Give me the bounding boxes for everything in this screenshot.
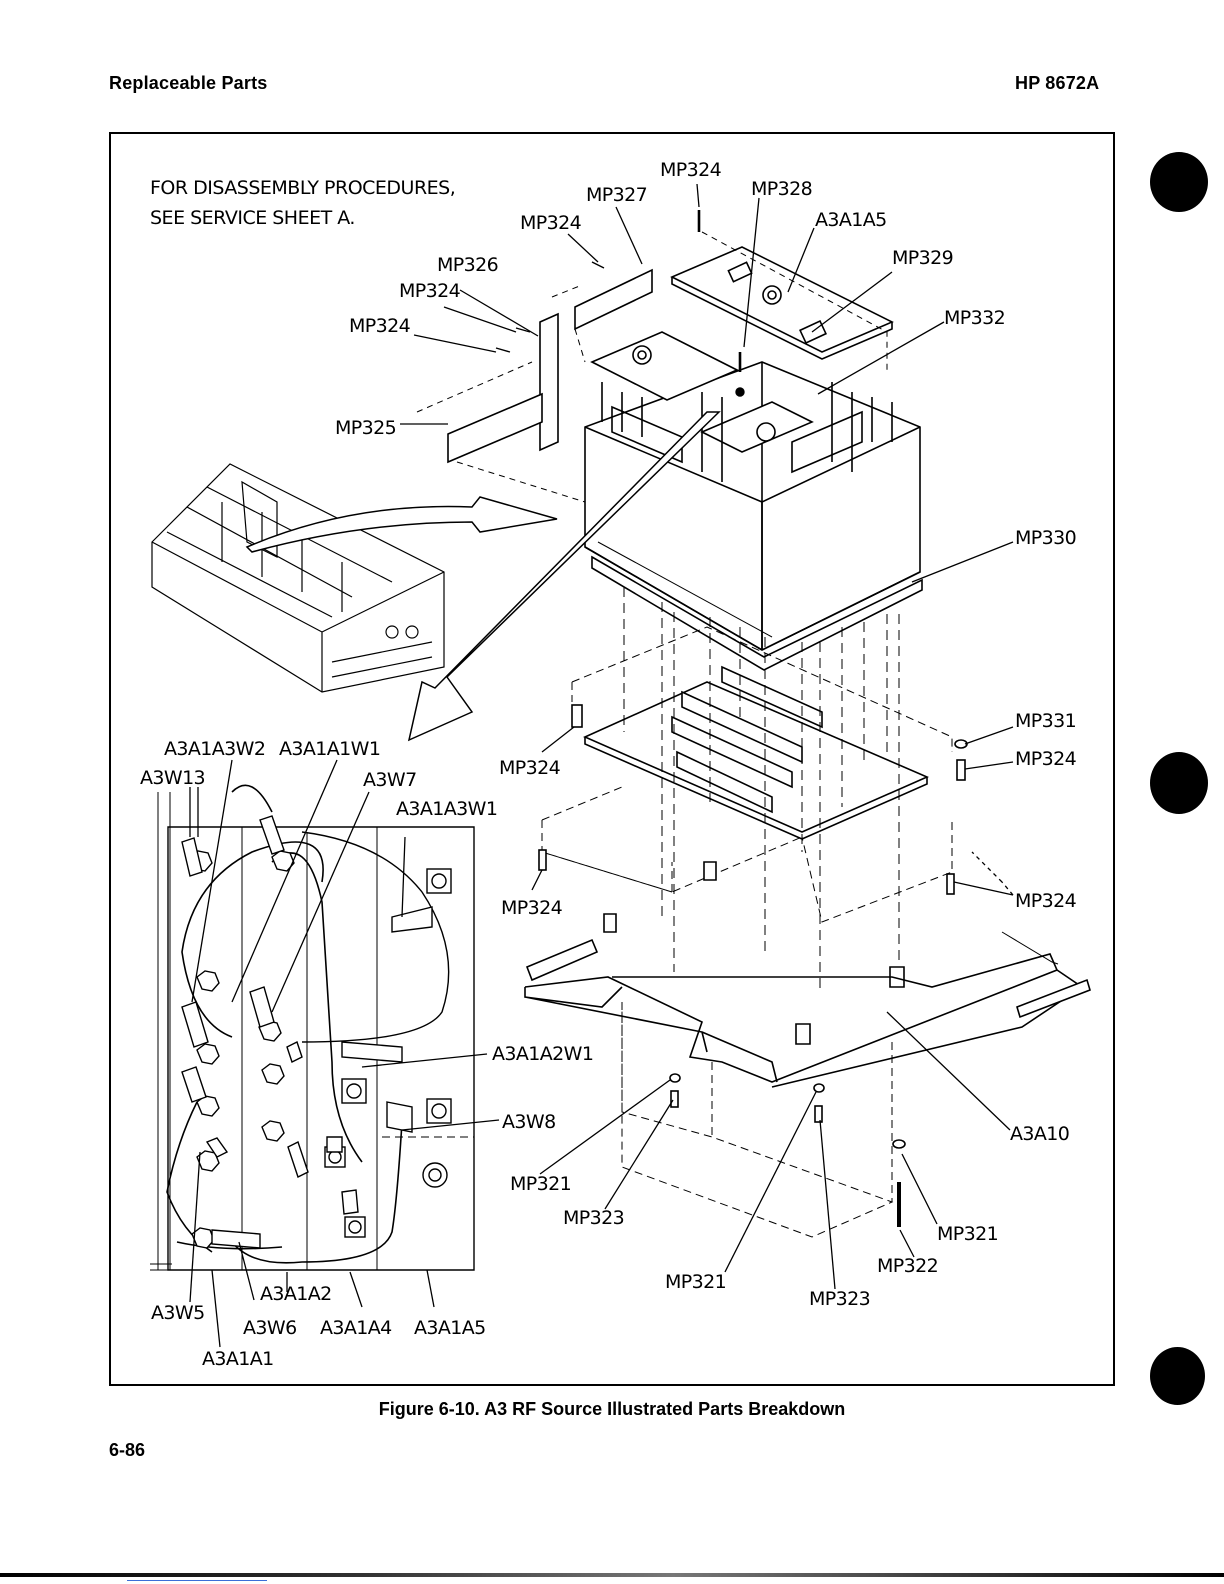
- page-number: 6-86: [109, 1440, 146, 1460]
- standoffs: [538, 704, 968, 1045]
- scan-edge-line: [0, 1573, 1224, 1577]
- label-mp323-b: MP323: [809, 1288, 870, 1310]
- label-mp324-b: MP324: [520, 212, 582, 234]
- note-line-1: FOR DISASSEMBLY PROCEDURES,: [150, 177, 455, 199]
- label-mp327: MP327: [586, 184, 647, 206]
- label-mp326: MP326: [437, 254, 498, 276]
- label-mp324-top: MP324: [660, 159, 722, 181]
- label-mp332: MP332: [944, 307, 1005, 329]
- mother-board-assembly: [541, 587, 953, 992]
- label-a3a1a5-bottom: A3A1A5: [414, 1317, 486, 1339]
- label-mp323-a: MP323: [563, 1207, 624, 1229]
- label-mp324-c: MP324: [399, 280, 461, 302]
- label-mp330: MP330: [1015, 527, 1076, 549]
- label-a3w5: A3W5: [151, 1302, 205, 1324]
- label-mp324-e: MP324: [1015, 748, 1077, 770]
- label-a3w7: A3W7: [363, 769, 417, 791]
- label-mp324-f: MP324: [499, 757, 561, 779]
- cable-detail: [150, 784, 475, 1271]
- figure-caption: Figure 6-10. A3 RF Source Illustrated Pa…: [378, 1399, 846, 1419]
- parts-breakdown-drawing: FOR DISASSEMBLY PROCEDURES, SEE SERVICE …: [140, 159, 1091, 1370]
- label-mp324-d: MP324: [349, 315, 411, 337]
- label-a3a10: A3A10: [1010, 1123, 1069, 1145]
- leader-lines-bottom: [539, 1011, 1011, 1290]
- screws-top: [495, 210, 745, 397]
- label-mp321-b: MP321: [937, 1223, 998, 1245]
- chassis-inset: [151, 463, 445, 693]
- label-mp325: MP325: [335, 417, 396, 439]
- label-mp321-a: MP321: [510, 1173, 571, 1195]
- leader-lines-top: [400, 183, 1014, 583]
- label-a3a1a3w1: A3A1A3W1: [396, 798, 497, 820]
- note-line-2: SEE SERVICE SHEET A.: [150, 207, 355, 229]
- label-a3a1a3w2: A3A1A3W2: [164, 738, 265, 760]
- leader-lines-cables: [189, 759, 500, 1348]
- label-a3w8: A3W8: [502, 1111, 556, 1133]
- rf-source-housing: [584, 361, 923, 671]
- label-mp322: MP322: [877, 1255, 938, 1277]
- running-header-section: Replaceable Parts: [109, 73, 268, 93]
- side-panels: [416, 231, 888, 503]
- label-mp331: MP331: [1015, 710, 1076, 732]
- bottom-hardware: [669, 1073, 906, 1227]
- label-mp324-g: MP324: [501, 897, 563, 919]
- label-a3a1a1w1: A3A1A1W1: [279, 738, 380, 760]
- label-a3w13: A3W13: [140, 767, 205, 789]
- leader-lines-middle: [531, 726, 1014, 896]
- label-a3a1a2w1: A3A1A2W1: [492, 1043, 593, 1065]
- binder-hole-top: [1150, 152, 1208, 212]
- binder-hole-bottom: [1150, 1347, 1205, 1405]
- figure-frame: FOR DISASSEMBLY PROCEDURES, SEE SERVICE …: [109, 132, 1115, 1386]
- a3a10-board: [524, 931, 1091, 1238]
- label-a3a1a1: A3A1A1: [202, 1348, 274, 1370]
- label-mp329: MP329: [892, 247, 953, 269]
- scan-blue-mark: [127, 1580, 267, 1581]
- label-mp321-c: MP321: [665, 1271, 726, 1293]
- label-mp324-h: MP324: [1015, 890, 1077, 912]
- binder-hole-middle: [1150, 752, 1208, 814]
- arrows: [245, 411, 721, 742]
- running-header-model: HP 8672A: [1015, 73, 1100, 93]
- label-a3w6: A3W6: [243, 1317, 297, 1339]
- label-mp328: MP328: [751, 178, 812, 200]
- label-a3a1a4: A3A1A4: [320, 1317, 392, 1339]
- top-board: [590, 246, 894, 482]
- label-a3a1a2: A3A1A2: [260, 1283, 332, 1305]
- label-a3a1a5-top: A3A1A5: [815, 209, 887, 231]
